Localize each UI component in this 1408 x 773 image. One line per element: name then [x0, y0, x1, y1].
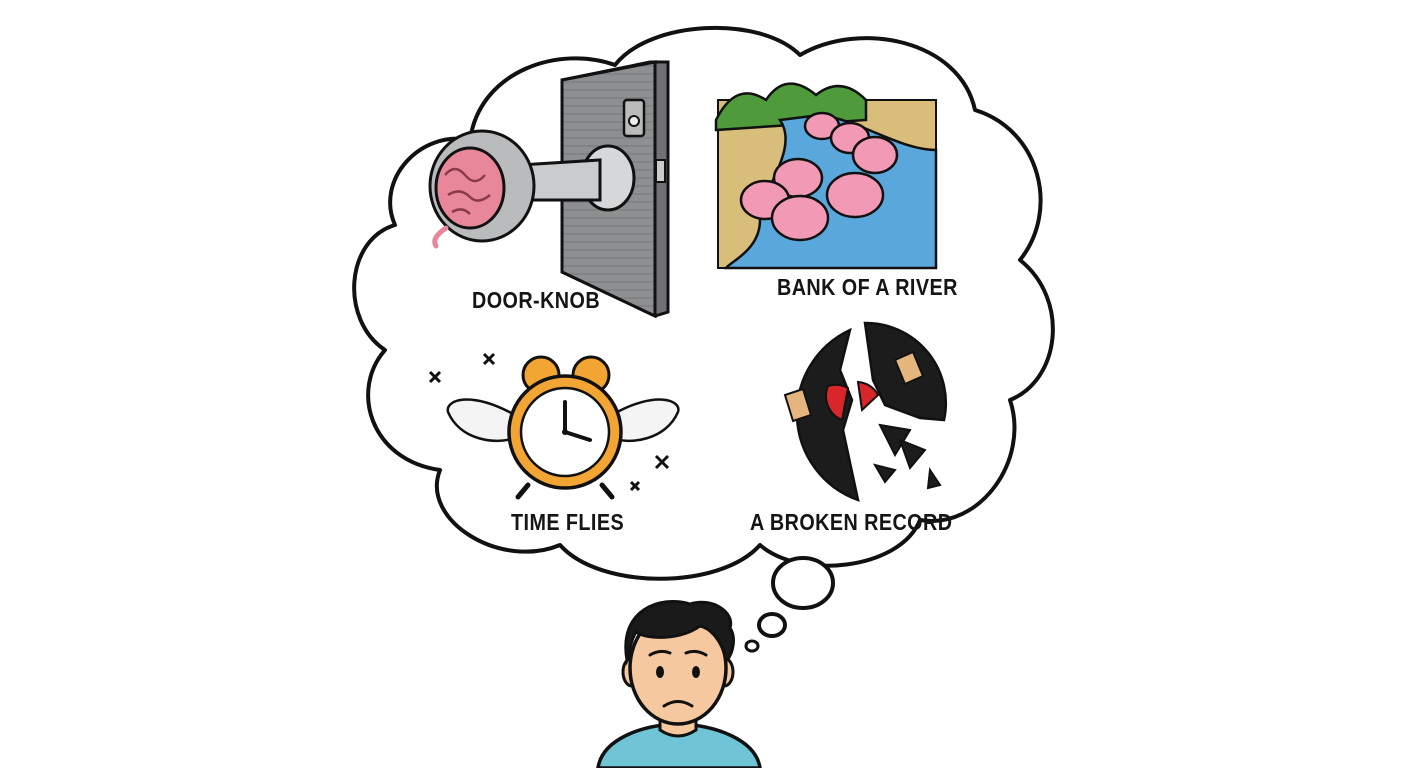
- thought-dot-large: [771, 556, 835, 610]
- thought-dot-small: [744, 639, 760, 653]
- caption-broken-record: A BROKEN RECORD: [750, 509, 953, 535]
- thought-dot-medium: [757, 612, 787, 638]
- caption-time-flies: TIME FLIES: [511, 509, 625, 535]
- thought-bubble: [352, 25, 1055, 653]
- piggy-banks-river-icon: [714, 82, 938, 270]
- worried-person-icon: [595, 600, 763, 770]
- caption-bank-of-a-river: BANK OF A RIVER: [777, 274, 958, 300]
- brain-doorknob-icon: [428, 60, 670, 319]
- broken-vinyl-record-icon: [783, 321, 948, 502]
- caption-door-knob: DOOR-KNOB: [472, 287, 601, 313]
- winged-alarm-clock-icon: [428, 352, 680, 500]
